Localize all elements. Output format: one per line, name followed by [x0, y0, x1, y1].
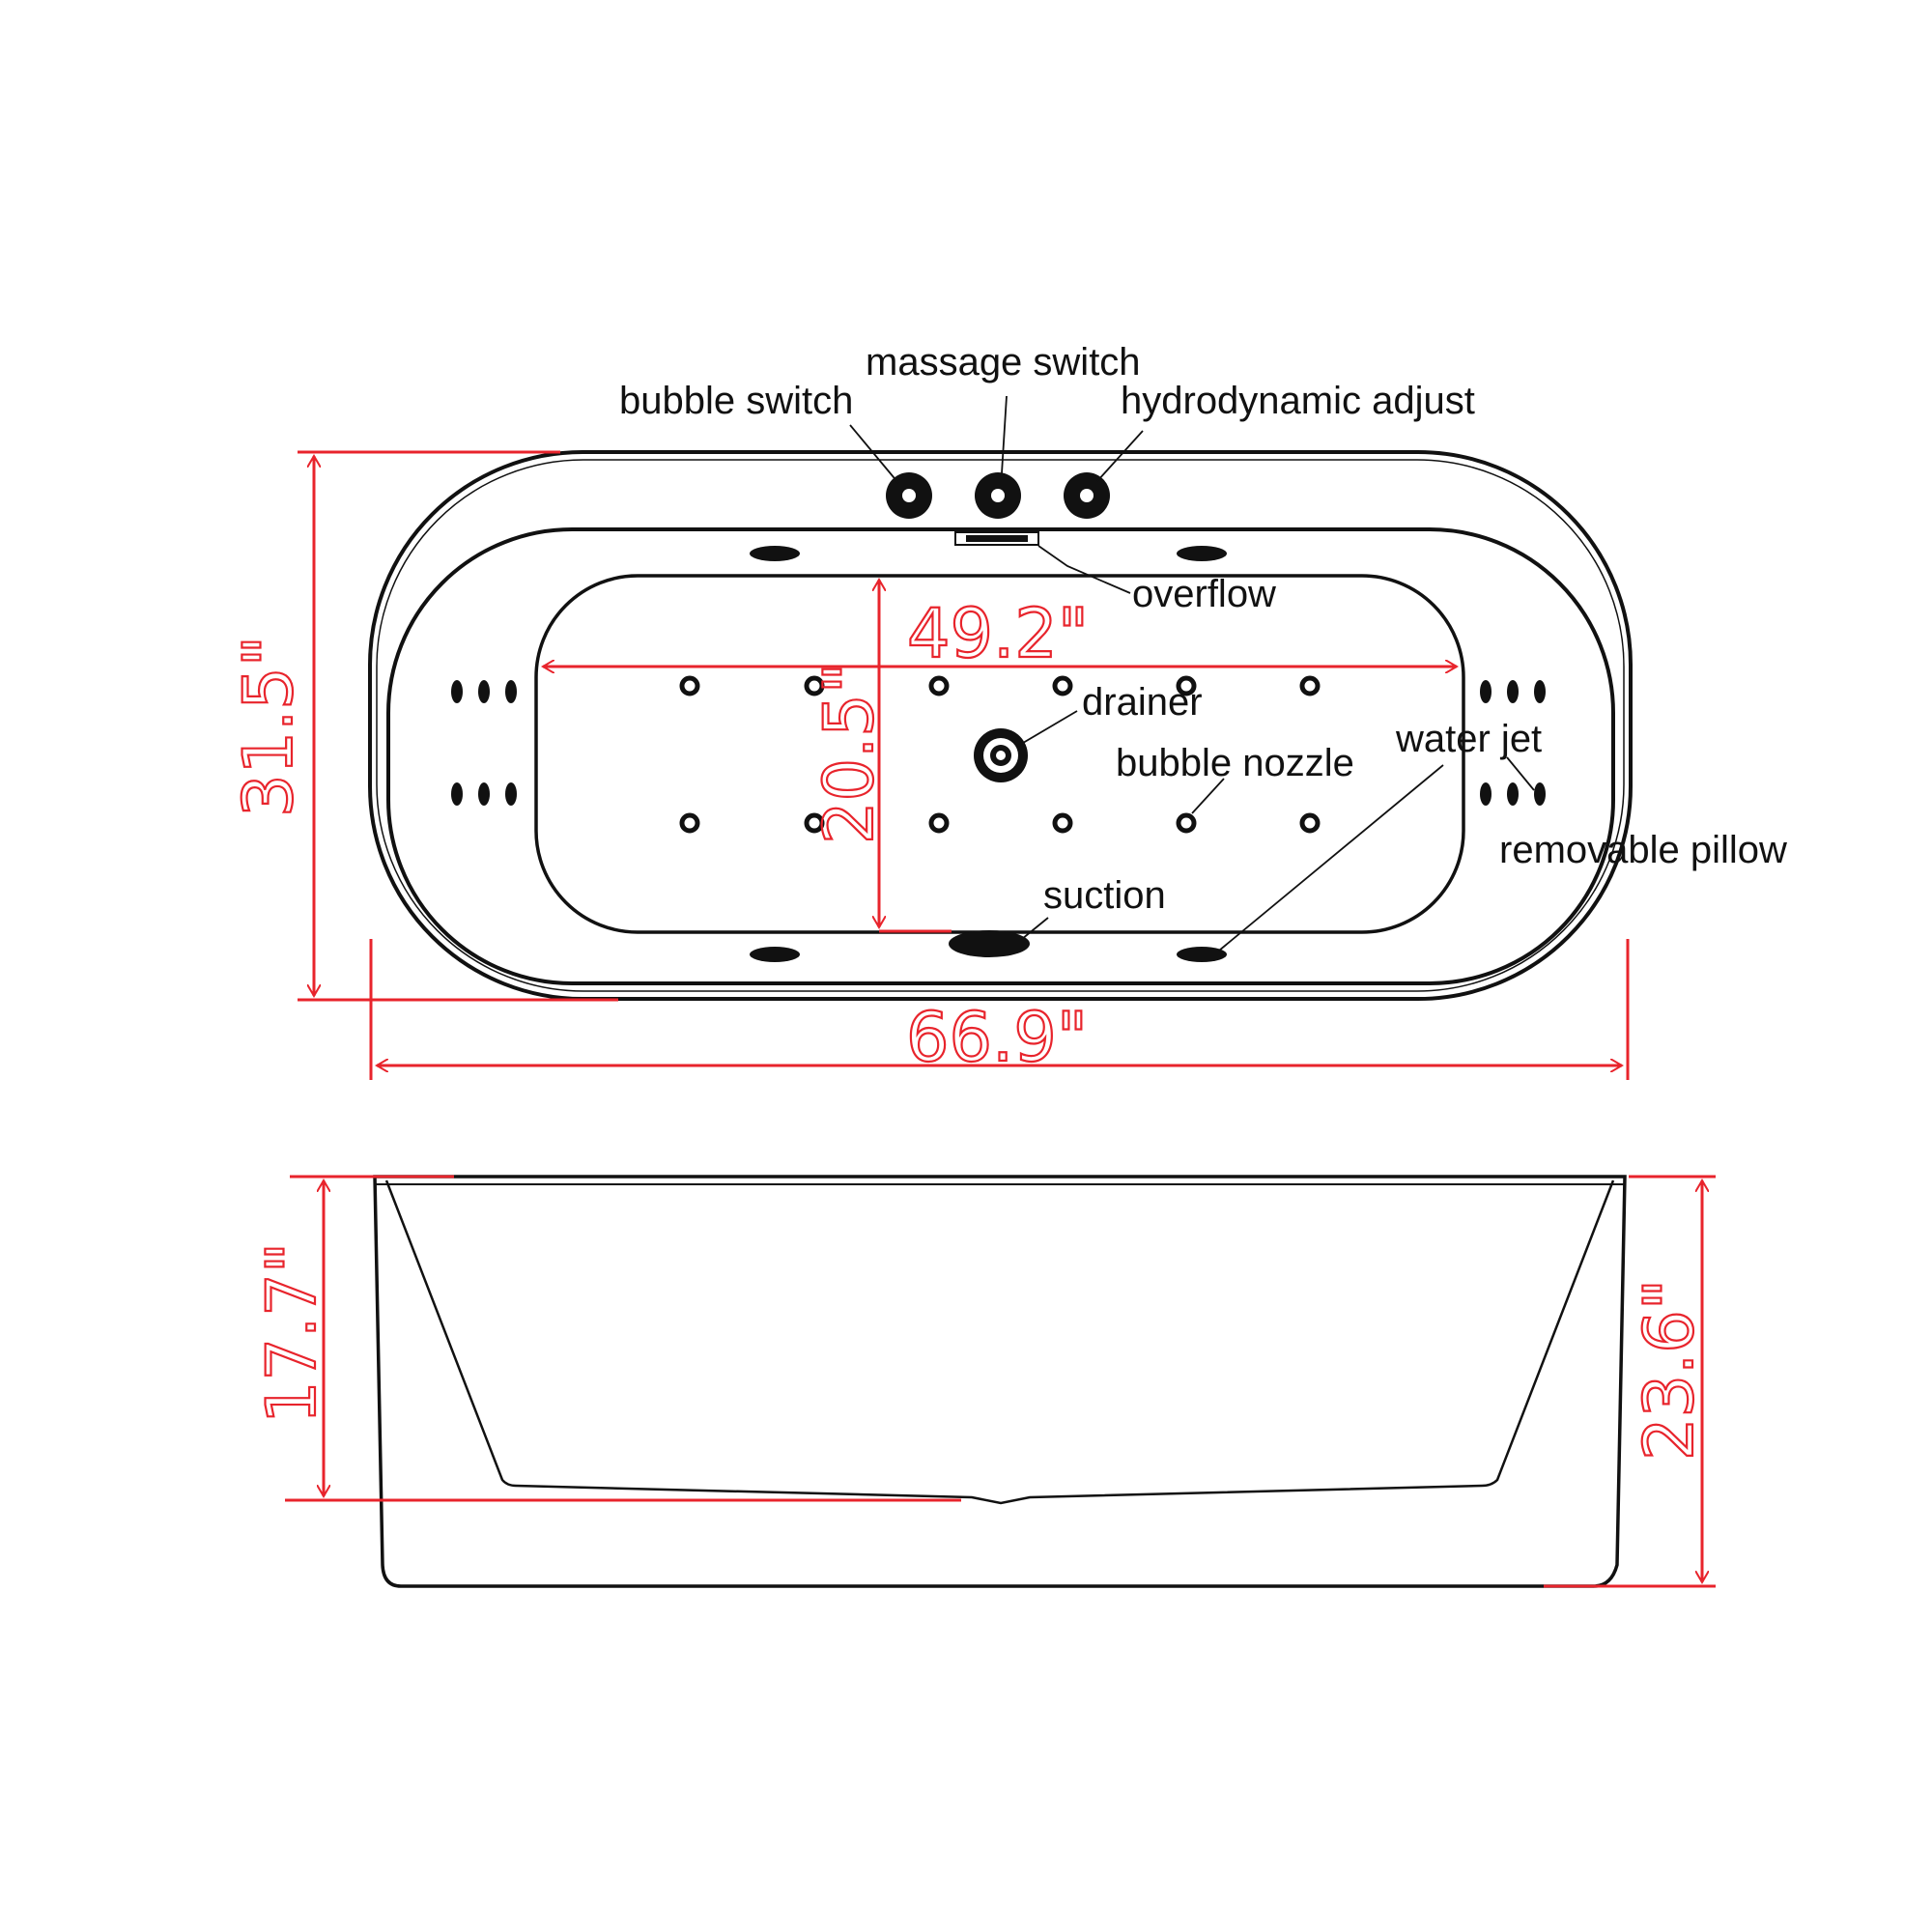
- water-jet: [750, 546, 800, 561]
- overflow-plate: [954, 531, 1039, 546]
- inner-length-dimension: 49.2": [907, 594, 1089, 673]
- massage-switch-knob: [975, 472, 1021, 519]
- label-suction: suction: [1043, 874, 1166, 917]
- label-removable-pillow: removable pillow: [1499, 829, 1787, 871]
- drainer-fitting: [974, 728, 1028, 782]
- tub-ledge: [386, 527, 1615, 985]
- overall-height-dimension: 23.6": [1630, 1279, 1709, 1461]
- tub-interior-profile: [384, 1179, 1615, 1505]
- label-overflow: overflow: [1132, 573, 1276, 615]
- label-bubble-switch: bubble switch: [619, 380, 853, 422]
- label-massage-switch: massage switch: [866, 341, 1141, 384]
- inner-depth-dimension: 17.7": [252, 1242, 331, 1424]
- water-jet: [1177, 947, 1227, 962]
- leader-lines: [849, 395, 1535, 952]
- label-hydrodynamic-adjust: hydrodynamic adjust: [1121, 380, 1475, 422]
- hydrodynamic-adjust-knob: [1064, 472, 1110, 519]
- dimension-lines: [285, 450, 1716, 1588]
- removable-pillow-holes-right: [1480, 680, 1546, 806]
- inner-width-dimension: 20.5": [810, 663, 889, 844]
- water-jet: [750, 947, 800, 962]
- bubble-nozzles: [679, 675, 1321, 834]
- label-water-jet: water jet: [1395, 718, 1542, 760]
- tub-body-profile: [373, 1175, 1627, 1588]
- suction-cover: [949, 930, 1030, 957]
- bubble-switch-knob: [886, 472, 932, 519]
- tub-rim-inner-line: [376, 459, 1625, 992]
- overall-length-dimension: 66.9": [906, 998, 1088, 1077]
- label-bubble-nozzle: bubble nozzle: [1116, 742, 1354, 784]
- tub-outer-rim: [368, 450, 1633, 1001]
- side-view: [373, 1175, 1627, 1588]
- overall-width-dimension: 31.5": [229, 636, 308, 817]
- label-drainer: drainer: [1082, 681, 1203, 724]
- top-view: [368, 395, 1633, 1001]
- water-jet: [1177, 546, 1227, 561]
- removable-pillow-holes-left: [451, 680, 517, 806]
